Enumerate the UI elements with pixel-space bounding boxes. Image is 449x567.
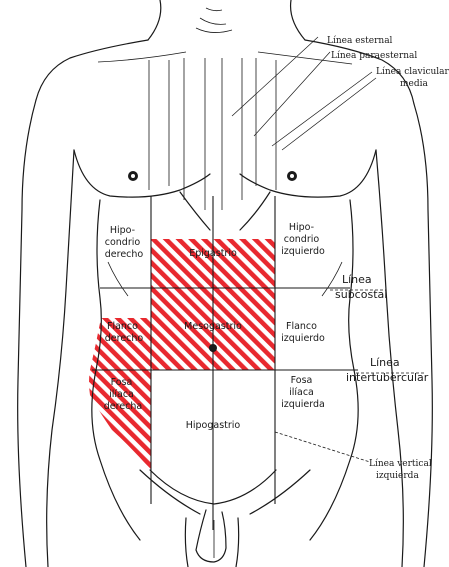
- region-hipocondrio-izquierdo: Hipo- condrio izquierdo: [281, 222, 325, 257]
- label-linea-subcostal-2: subcostal: [335, 288, 387, 301]
- right-nipple-icon: [287, 171, 297, 181]
- label-linea-esternal: Línea esternal: [327, 35, 393, 46]
- region-fosa-iliaca-izquierda: Fosa ilíaca izquierda: [281, 375, 325, 410]
- region-mesogastrio: Mesogastrio: [184, 321, 242, 332]
- label-linea-vertical-1: Línea vertical: [369, 458, 432, 469]
- region-flanco-izquierdo: Flanco izquierdo: [281, 321, 325, 344]
- region-flanco-derecho: Flanco derecho: [105, 321, 144, 344]
- chest-vertical-lines: [149, 58, 276, 210]
- label-linea-clavicular-1: Línea clavicular: [376, 66, 449, 77]
- highlighted-regions: [89, 239, 275, 470]
- label-linea-intertubercular-2: intertubercular: [346, 371, 429, 384]
- label-linea-paraesternal: Línea paraesternal: [331, 50, 417, 61]
- left-nipple-icon: [128, 171, 138, 181]
- region-hipogastrio: Hipogastrio: [186, 420, 241, 431]
- label-linea-subcostal-1: Línea: [342, 273, 372, 286]
- label-linea-vertical-2: izquierda: [376, 471, 419, 481]
- region-epigastrio: Epigastrio: [189, 248, 237, 259]
- label-linea-clavicular-2: media: [400, 79, 429, 89]
- region-hipocondrio-derecho: Hipo- condrio derecho: [105, 225, 144, 260]
- label-linea-intertubercular-1: Línea: [370, 356, 400, 369]
